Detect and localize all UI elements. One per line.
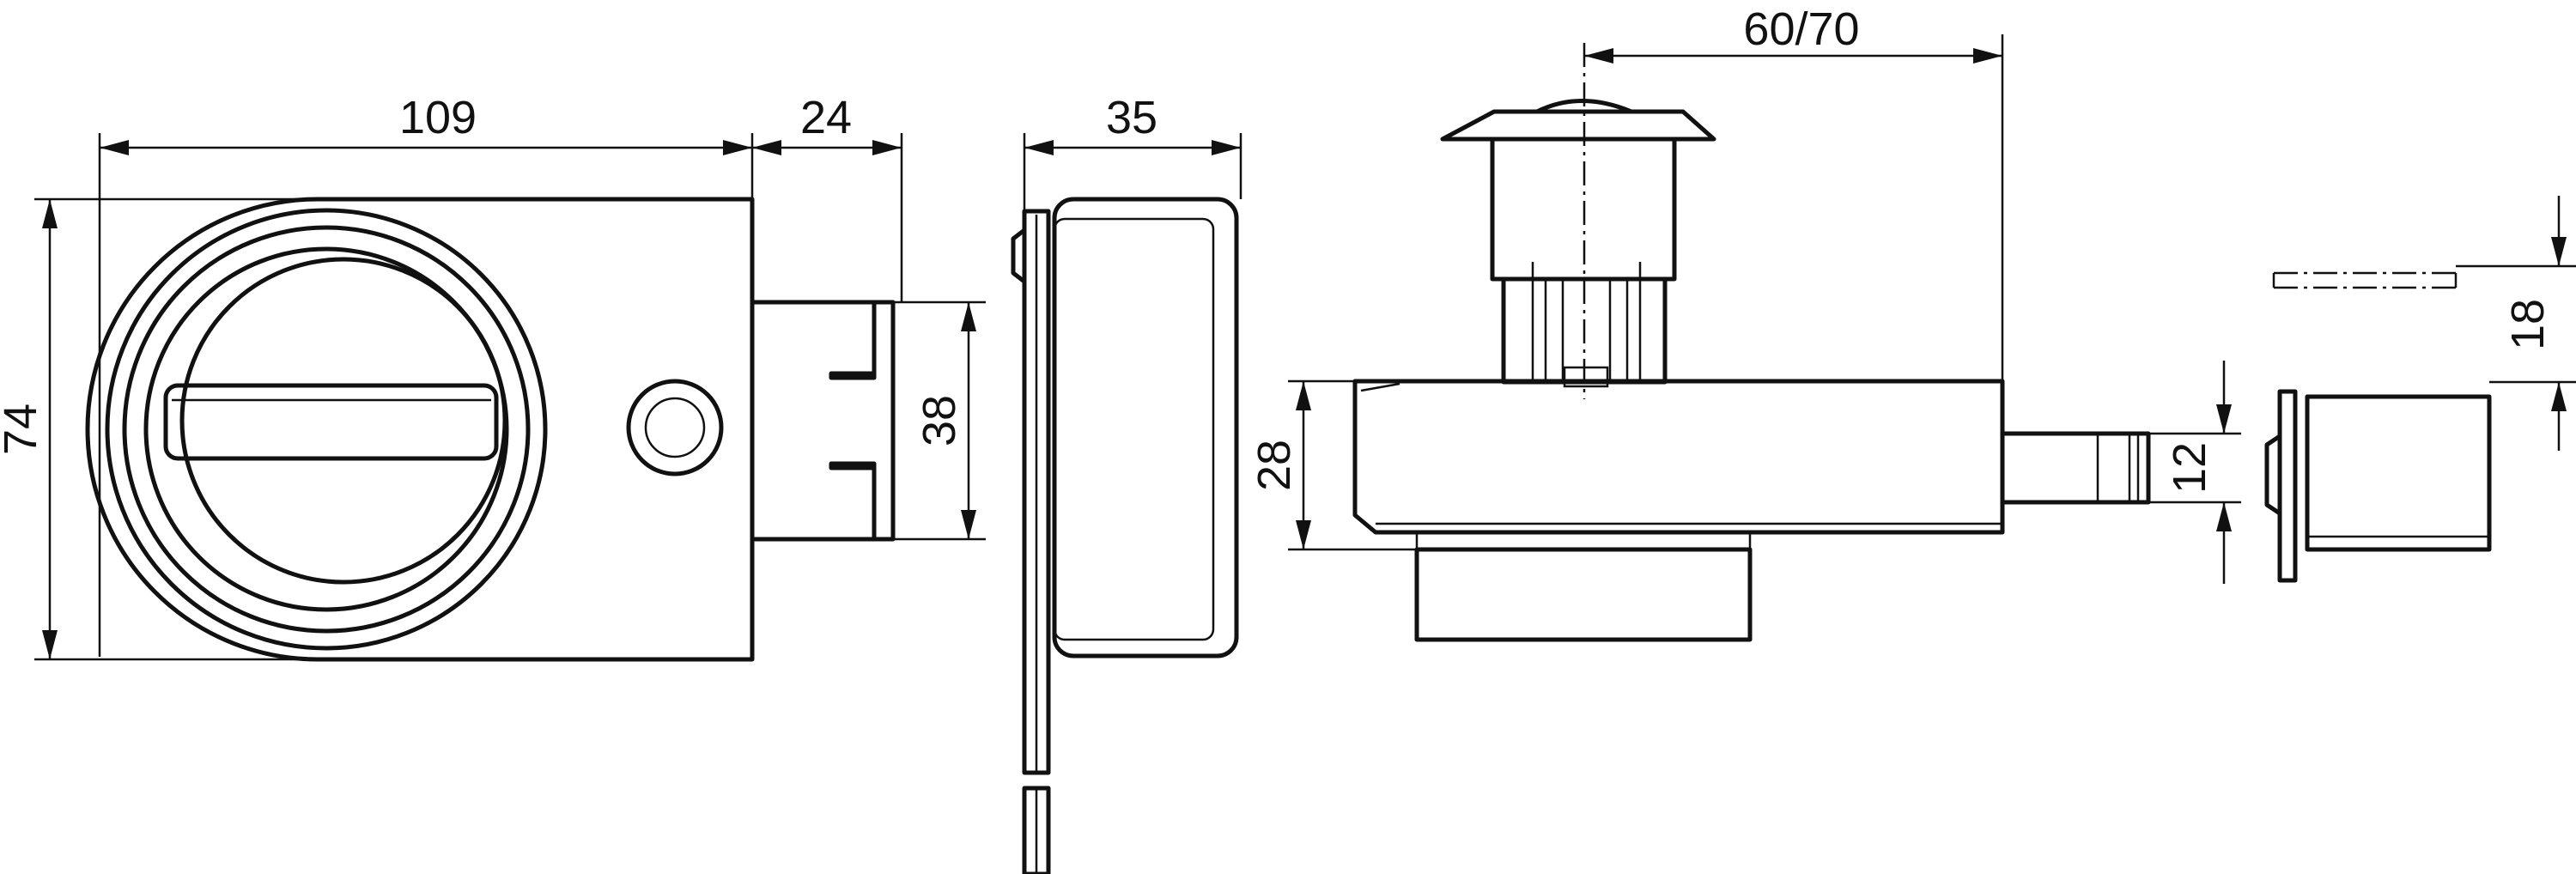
knob-circle <box>179 257 507 585</box>
keeper-lug <box>2264 434 2282 516</box>
arrow-28-top <box>1296 381 1311 410</box>
middle-rosette-ring <box>122 225 531 634</box>
label-38: 38 <box>914 395 965 446</box>
arrow-24-left <box>752 140 781 155</box>
keeper-plate <box>2277 389 2298 583</box>
label-12: 12 <box>2164 442 2215 494</box>
arrow-74-bottom <box>42 630 58 659</box>
label-28: 28 <box>1249 440 1300 491</box>
case-side-inner <box>1053 217 1215 641</box>
arrow-109-right <box>723 140 752 155</box>
bolt-top <box>2000 431 2151 505</box>
label-18: 18 <box>2502 299 2554 350</box>
spindle-square <box>1563 366 1609 388</box>
keeper-view <box>2264 271 2492 583</box>
arrow-109-left <box>100 140 129 155</box>
dimension-lines <box>34 34 2576 661</box>
dimension-labels: 109 24 74 38 35 60/70 28 12 18 <box>0 3 2554 494</box>
arrow-35-right <box>1212 140 1241 155</box>
arrow-12-bottom <box>2216 502 2232 531</box>
top-view <box>1352 43 2151 642</box>
arrow-35-left <box>1024 140 1054 155</box>
case-side-outline <box>1052 197 1239 659</box>
arrow-74-top <box>42 199 58 228</box>
arrow-60-70-left <box>1584 48 1613 64</box>
arrow-18-bottom <box>2551 382 2567 411</box>
label-74: 74 <box>0 404 46 455</box>
cylinder-hole-icon <box>626 379 724 476</box>
label-24: 24 <box>800 92 852 143</box>
lock-case-outline <box>85 197 755 662</box>
keeper-box <box>2305 394 2492 552</box>
side-view <box>1011 197 1239 874</box>
arrow-28-bottom <box>1296 520 1311 549</box>
knob-dome <box>1534 99 1634 114</box>
arrow-38-top <box>961 302 976 331</box>
arrow-38-bottom <box>961 510 976 539</box>
label-109: 109 <box>399 92 477 143</box>
cylinder-hole-inner <box>644 397 706 458</box>
outer-rosette-ring <box>105 208 548 651</box>
label-35: 35 <box>1106 92 1157 143</box>
knob-handle-bar <box>163 383 499 461</box>
arrow-12-top <box>2216 404 2232 434</box>
bolt-front-outline <box>750 300 896 542</box>
label-60-70: 60/70 <box>1743 3 1859 55</box>
arrow-18-top <box>2551 237 2567 266</box>
plate-lug <box>1011 228 1027 284</box>
arrow-24-right <box>872 140 902 155</box>
case-underside-box <box>1414 547 1753 642</box>
knob-cap <box>1440 109 1716 142</box>
arrow-60-70-right <box>1973 48 2002 64</box>
case-top-chamfer <box>1360 382 1400 392</box>
case-top-outline <box>1352 379 2005 535</box>
front-view <box>85 197 896 662</box>
